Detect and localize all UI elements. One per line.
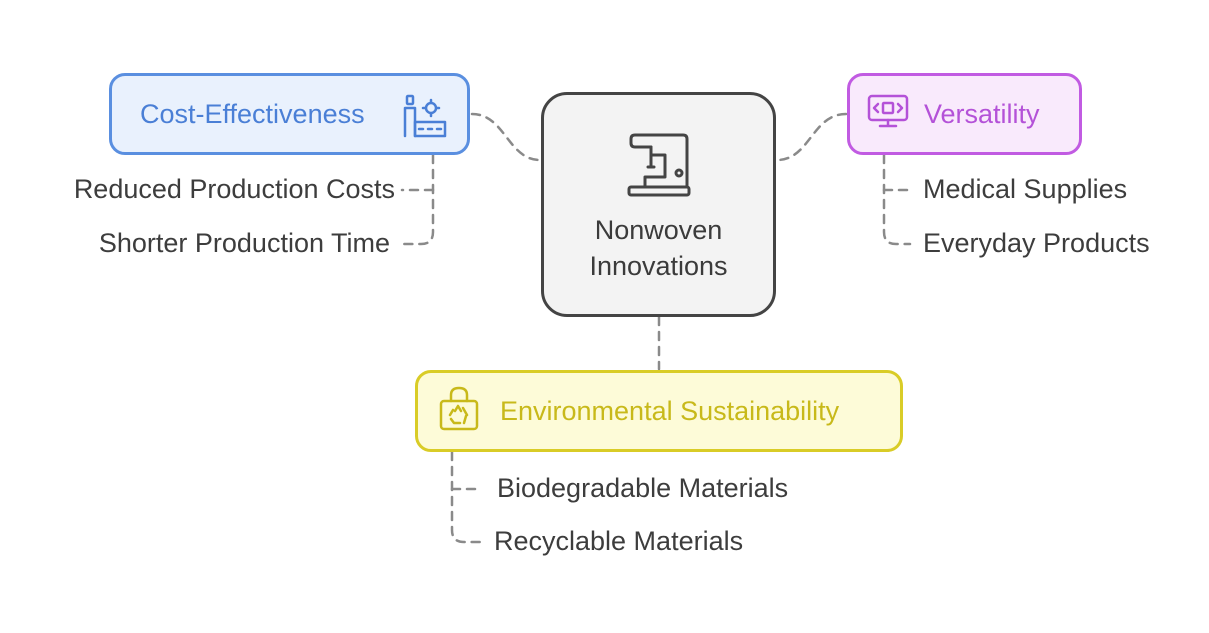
sewing-machine-icon: [621, 125, 697, 206]
environment-item-recyclable: Recyclable Materials: [494, 526, 744, 556]
recycle-bag-icon: [438, 385, 480, 438]
factory-icon: [401, 92, 449, 145]
cost-effectiveness-node: Cost-Effectiveness: [109, 73, 470, 155]
cost-item-reduced-costs: Reduced Production Costs: [73, 174, 395, 204]
cost-effectiveness-label: Cost-Effectiveness: [140, 98, 365, 129]
versatility-node: Versatility: [847, 73, 1082, 155]
versatility-item-everyday: Everyday Products: [923, 228, 1150, 258]
center-title-line1: Nonwoven: [594, 215, 723, 245]
environmental-sustainability-label: Environmental Sustainability: [500, 395, 840, 426]
center-node: Nonwoven Innovations: [541, 92, 776, 317]
monitor-code-icon: [866, 90, 910, 139]
versatility-item-medical: Medical Supplies: [923, 174, 1128, 204]
environment-item-biodegradable: Biodegradable Materials: [497, 473, 789, 503]
versatility-label: Versatility: [924, 98, 1040, 129]
environmental-sustainability-node: Environmental Sustainability: [415, 370, 903, 452]
cost-item-shorter-time: Shorter Production Time: [98, 228, 390, 258]
center-title-line2: Innovations: [589, 251, 728, 281]
